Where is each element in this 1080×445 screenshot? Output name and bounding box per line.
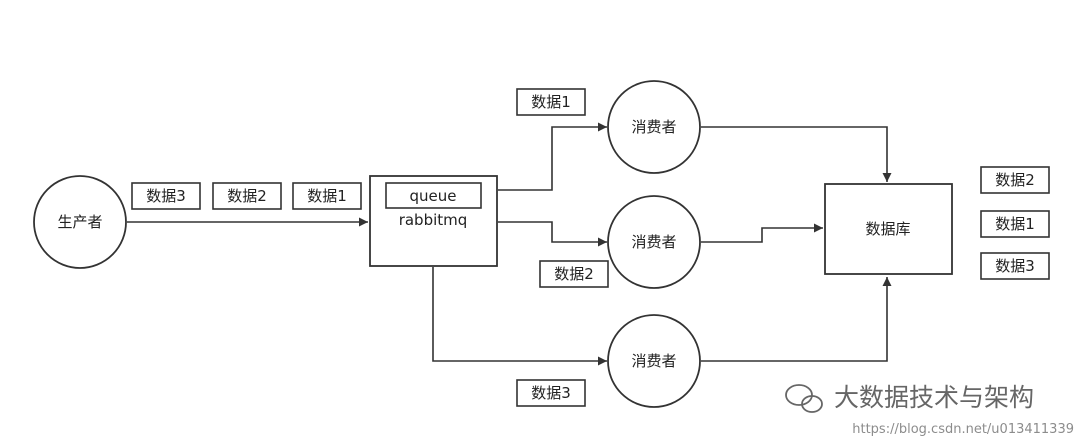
- edge-consumer-3-to-db: [701, 277, 892, 362]
- database-box: [824, 183, 953, 275]
- edge-consumer-2-to-db: [701, 223, 823, 243]
- data-tag: 数据1: [516, 88, 586, 116]
- data-tag: 数据1: [980, 210, 1050, 238]
- data-tag: 数据1: [292, 182, 362, 210]
- data-tag-label: 数据3: [146, 187, 186, 205]
- producer-label: 生产者: [57, 213, 102, 231]
- data-tag: 数据2: [212, 182, 282, 210]
- edge-broker-to-consumer-3: [432, 267, 607, 366]
- edge-broker-to-consumer-1: [498, 122, 607, 191]
- consumer-node-3: 消费者: [607, 314, 701, 408]
- watermark-url: https://blog.csdn.net/u013411339: [852, 422, 1074, 437]
- data-tag-label: 数据1: [307, 187, 347, 205]
- data-tag: 数据3: [516, 379, 586, 407]
- edge-consumer-1-to-db: [701, 126, 892, 182]
- data-tag: 数据3: [980, 252, 1050, 280]
- consumer-label: 消费者: [631, 118, 676, 136]
- watermark-brand: 大数据技术与架构: [834, 383, 1034, 412]
- data-tag-label: 数据3: [995, 257, 1035, 275]
- producer-data-tags: 数据3 数据2 数据1: [131, 182, 362, 210]
- consumer-node-2: 消费者: [607, 195, 701, 289]
- broker-name: rabbitmq: [399, 211, 468, 229]
- data-tag: 数据2: [980, 166, 1050, 194]
- data-tag-label: 数据1: [531, 93, 571, 111]
- consumer-label: 消费者: [631, 233, 676, 251]
- connectors: [127, 122, 892, 366]
- data-tag-label: 数据2: [554, 265, 594, 283]
- consumer-circle: [607, 80, 701, 174]
- consumer-circle: [607, 314, 701, 408]
- consumer-node-1: 消费者: [607, 80, 701, 174]
- queue-box: [385, 182, 482, 209]
- queue-label: queue: [410, 187, 457, 205]
- database-data-tags: 数据2 数据1 数据3: [980, 166, 1050, 280]
- producer-circle: [33, 175, 127, 269]
- database-node: 数据库: [824, 183, 953, 275]
- edge-broker-to-consumer-2: [498, 221, 607, 247]
- consumer-circle: [607, 195, 701, 289]
- wechat-icon: [785, 384, 823, 413]
- data-tag: 数据2: [539, 260, 609, 288]
- consumer-data-tags: 数据1 数据2 数据3: [516, 88, 609, 407]
- data-tag-label: 数据1: [995, 215, 1035, 233]
- producer-node: 生产者: [33, 175, 127, 269]
- data-tag-label: 数据2: [227, 187, 267, 205]
- data-tag: 数据3: [131, 182, 201, 210]
- database-label: 数据库: [865, 220, 910, 238]
- broker-node: queue rabbitmq: [369, 175, 498, 267]
- watermark: 大数据技术与架构 https://blog.csdn.net/u01341133…: [785, 383, 1074, 437]
- data-tag-label: 数据3: [531, 384, 571, 402]
- consumer-label: 消费者: [631, 352, 676, 370]
- data-tag-label: 数据2: [995, 171, 1035, 189]
